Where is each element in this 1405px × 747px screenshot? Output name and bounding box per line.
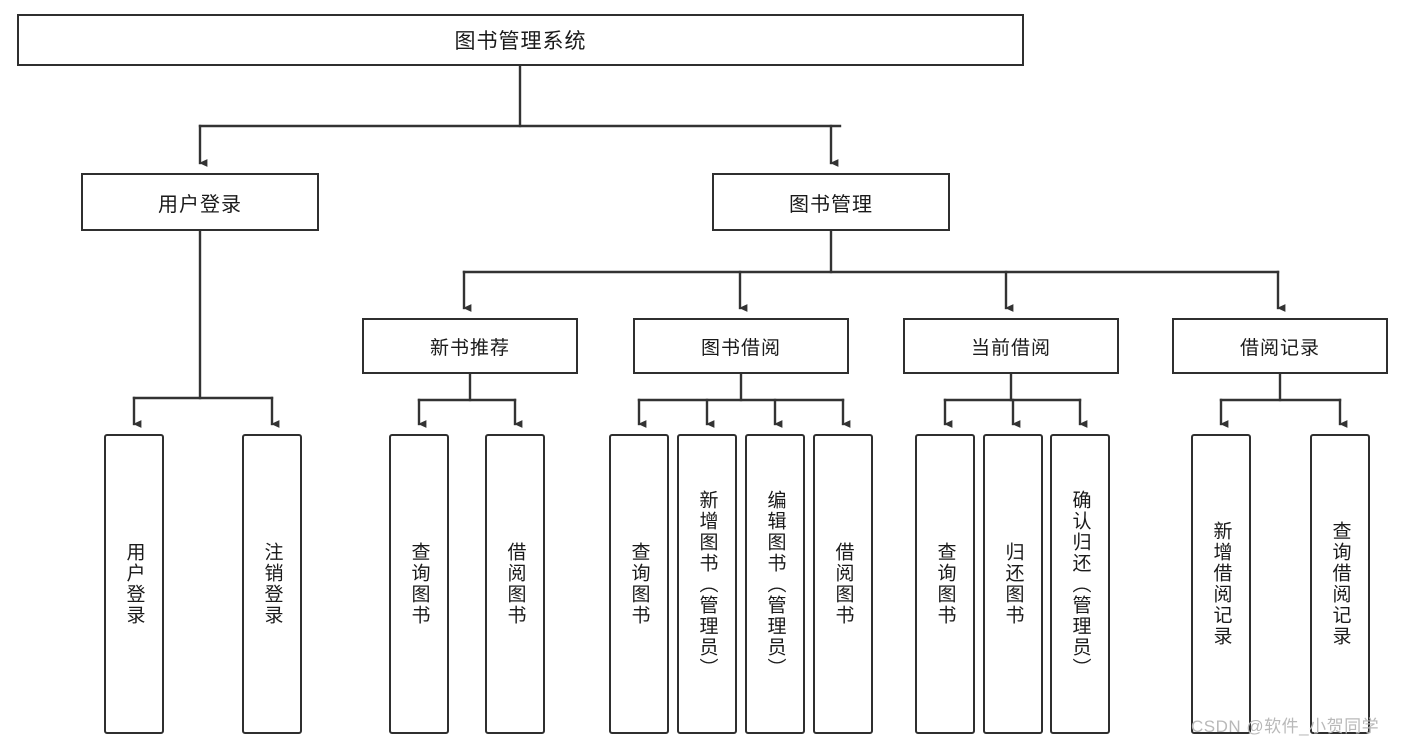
edge-new-book-rec-to-leaves [417,372,523,428]
leaf-add-record[interactable]: 新增借阅记录 [1191,434,1251,734]
leaf-confirm-return[interactable]: 确认归还（管理员） [1050,434,1110,734]
node-user-login[interactable]: 用户登录 [81,173,319,231]
node-label: 借阅记录 [1239,337,1320,359]
node-new-book-rec[interactable]: 新书推荐 [362,318,578,374]
leaf-borrow-book-2[interactable]: 借阅图书 [813,434,873,734]
node-label: 图书借阅 [700,337,781,359]
node-label: 查询借阅记录 [1329,521,1351,647]
node-label: 注销登录 [261,542,283,626]
node-label: 新书推荐 [429,337,510,359]
node-label: 编辑图书（管理员） [764,489,786,679]
leaf-return-book[interactable]: 归还图书 [983,434,1043,734]
edge-book-manage-to-level3 [462,229,1286,312]
node-label: 图书管理系统 [454,30,587,53]
node-book-borrow[interactable]: 图书借阅 [633,318,849,374]
node-borrow-record[interactable]: 借阅记录 [1172,318,1388,374]
node-root-system[interactable]: 图书管理系统 [17,14,1024,66]
node-label: 确认归还（管理员） [1069,489,1091,679]
node-label: 查询图书 [934,542,956,626]
node-label: 用户登录 [123,542,145,626]
node-current-borrow[interactable]: 当前借阅 [903,318,1119,374]
node-label: 图书管理 [789,193,873,216]
leaf-user-login[interactable]: 用户登录 [104,434,164,734]
node-label: 当前借阅 [970,337,1051,359]
edge-root-to-level2 [198,64,842,167]
node-label: 用户登录 [158,193,242,216]
node-label: 查询图书 [628,542,650,626]
leaf-user-logout[interactable]: 注销登录 [242,434,302,734]
leaf-query-record[interactable]: 查询借阅记录 [1310,434,1370,734]
leaf-query-book-3[interactable]: 查询图书 [915,434,975,734]
node-label: 借阅图书 [832,542,854,626]
node-label: 归还图书 [1002,542,1024,626]
node-label: 借阅图书 [504,542,526,626]
node-label: 新增借阅记录 [1210,521,1232,647]
node-label: 新增图书（管理员） [696,489,718,679]
edge-current-borrow-to-leaves [943,372,1088,428]
leaf-borrow-book-1[interactable]: 借阅图书 [485,434,545,734]
leaf-query-book-2[interactable]: 查询图书 [609,434,669,734]
leaf-query-book-1[interactable]: 查询图书 [389,434,449,734]
node-label: 查询图书 [408,542,430,626]
edge-book-borrow-to-leaves [637,372,851,428]
leaf-edit-book[interactable]: 编辑图书（管理员） [745,434,805,734]
leaf-add-book[interactable]: 新增图书（管理员） [677,434,737,734]
node-book-manage[interactable]: 图书管理 [712,173,950,231]
edge-user-login-to-leaves [132,229,280,428]
edge-borrow-record-to-leaves [1219,372,1348,428]
